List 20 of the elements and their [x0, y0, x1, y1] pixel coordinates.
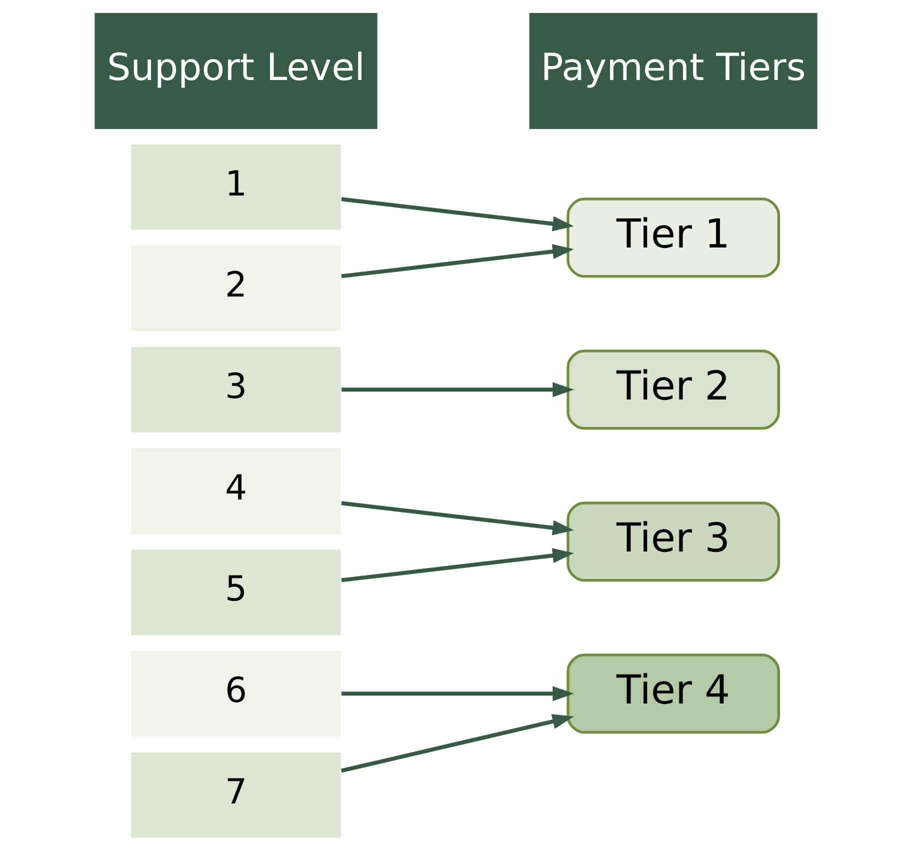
- arrow: [341, 714, 574, 773]
- arrow: [341, 548, 574, 582]
- node-box: 4: [130, 447, 342, 535]
- arrow: [341, 197, 574, 232]
- node-box: Payment Tiers: [529, 13, 818, 129]
- node-box: Tier 2: [566, 350, 780, 430]
- node-box: Tier 1: [566, 198, 780, 278]
- node-box: 1: [130, 143, 342, 231]
- node-box: 6: [130, 650, 342, 738]
- node-box: 5: [130, 548, 342, 636]
- arrow: [341, 244, 574, 278]
- node-box: 3: [130, 346, 342, 434]
- arrow: [341, 686, 574, 702]
- node-box: 7: [130, 751, 342, 839]
- node-box: Support Level: [94, 13, 378, 129]
- node-box: Tier 3: [566, 502, 780, 582]
- node-box: Tier 4: [566, 654, 780, 734]
- arrow: [341, 501, 574, 536]
- arrow: [341, 382, 574, 398]
- node-box: 2: [130, 244, 342, 332]
